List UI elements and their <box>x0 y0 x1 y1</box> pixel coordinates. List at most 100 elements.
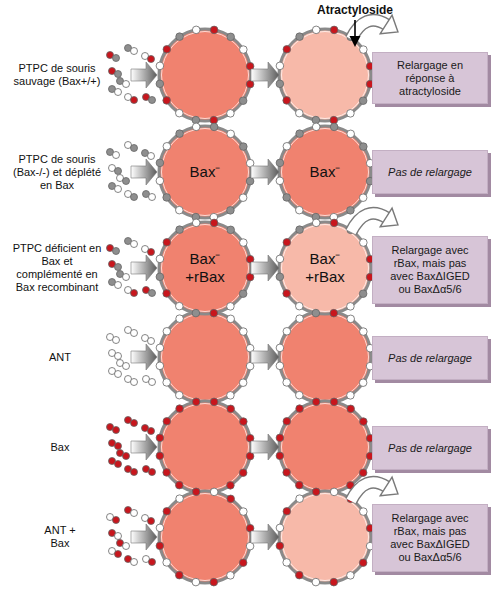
membrane-protein <box>283 143 291 151</box>
row-label: Bax <box>30 441 90 454</box>
membrane-protein <box>360 328 368 336</box>
protein-molecule <box>113 55 120 62</box>
result-box: Relargage en réponse à atractyloside <box>372 52 488 104</box>
protein-molecule <box>109 368 116 375</box>
protein-molecule <box>115 264 122 271</box>
protein-molecule <box>115 71 122 78</box>
vesicle <box>276 398 374 496</box>
row-label: ANT + Bax <box>42 524 78 550</box>
membrane-protein <box>276 434 284 442</box>
vesicle <box>276 26 374 124</box>
protein-molecule <box>115 168 122 175</box>
membrane-protein <box>163 46 171 54</box>
step-chevron <box>251 62 279 88</box>
step-chevron <box>251 524 279 550</box>
membrane-protein <box>312 309 320 317</box>
protein-molecule <box>109 458 116 465</box>
protein-molecule <box>115 186 122 193</box>
vesicle-text: Bax⁻ <box>273 120 377 224</box>
membrane-protein <box>246 362 254 370</box>
release-arrow-body <box>351 20 387 39</box>
protein-molecule <box>113 152 120 159</box>
protein-molecule <box>148 518 155 525</box>
membrane-protein <box>359 194 367 202</box>
membrane-protein <box>192 26 200 34</box>
membrane-protein <box>240 46 248 54</box>
stimulus-arrow-head <box>350 36 361 47</box>
protein-molecule <box>125 417 132 424</box>
membrane-protein <box>176 33 184 41</box>
protein-molecule <box>149 97 156 104</box>
protein-molecule <box>113 248 120 255</box>
experiment-row <box>107 142 158 201</box>
protein-molecule <box>109 261 116 268</box>
membrane-protein <box>210 309 218 317</box>
membrane-protein <box>283 97 291 105</box>
membrane-protein <box>210 578 218 586</box>
membrane-protein <box>246 62 254 70</box>
step-chevron <box>251 344 279 370</box>
membrane-protein <box>246 177 254 185</box>
membrane-protein <box>156 177 164 185</box>
protein-molecule <box>115 282 122 289</box>
experiment-row <box>107 308 374 406</box>
vesicle-membrane <box>279 29 371 121</box>
molecule-group <box>107 142 156 201</box>
membrane-protein <box>359 97 367 105</box>
membrane-protein <box>283 46 291 54</box>
membrane-protein <box>347 303 355 311</box>
membrane-protein <box>176 315 184 323</box>
protein-molecule <box>142 246 149 253</box>
membrane-highlight <box>162 225 249 312</box>
protein-molecule <box>115 461 122 468</box>
membrane-protein <box>227 405 235 413</box>
stimulus-arrow-shaft <box>354 20 356 38</box>
release-arrow-body <box>351 213 387 232</box>
membrane-protein <box>283 418 291 426</box>
vesicle-membrane <box>159 401 251 493</box>
membrane-protein <box>312 123 320 131</box>
membrane-protein <box>276 80 284 88</box>
membrane-protein <box>240 508 248 516</box>
membrane-protein <box>156 255 164 263</box>
protein-molecule <box>131 330 138 337</box>
membrane-protein <box>210 219 218 227</box>
protein-molecule <box>143 94 150 101</box>
result-text: Pas de relargage <box>388 442 472 455</box>
vesicle <box>156 308 254 406</box>
protein-molecule <box>115 371 122 378</box>
membrane-protein <box>276 255 284 263</box>
protein-molecule <box>148 428 155 435</box>
membrane-protein <box>239 559 247 567</box>
release-arrow-head <box>380 208 398 227</box>
protein-molecule <box>148 153 155 160</box>
membrane-protein <box>312 578 320 586</box>
membrane-protein <box>210 488 218 496</box>
membrane-protein <box>296 206 304 214</box>
release-arrow-head <box>380 477 398 496</box>
membrane-protein <box>347 207 355 215</box>
membrane-protein <box>276 542 284 550</box>
protein-molecule <box>149 469 156 476</box>
membrane-protein <box>283 469 291 477</box>
vesicle-membrane <box>159 491 251 583</box>
membrane-protein <box>246 273 254 281</box>
membrane-protein <box>163 143 171 151</box>
vesicle-text: Bax⁻+rBax <box>273 216 377 320</box>
membrane-protein <box>156 344 164 352</box>
protein-molecule <box>131 241 138 248</box>
protein-molecule <box>107 424 114 431</box>
protein-molecule <box>125 287 132 294</box>
protein-molecule <box>131 145 138 152</box>
membrane-highlight <box>282 314 369 401</box>
result-text: Pas de relargage <box>388 166 472 179</box>
membrane-protein <box>283 559 291 567</box>
membrane-protein <box>347 33 355 41</box>
vesicle-membrane <box>279 222 371 314</box>
membrane-protein <box>330 398 338 406</box>
membrane-protein <box>246 434 254 442</box>
membrane-protein <box>359 559 367 567</box>
protein-molecule <box>109 530 116 537</box>
membrane-protein <box>176 405 184 413</box>
membrane-protein <box>176 226 184 234</box>
